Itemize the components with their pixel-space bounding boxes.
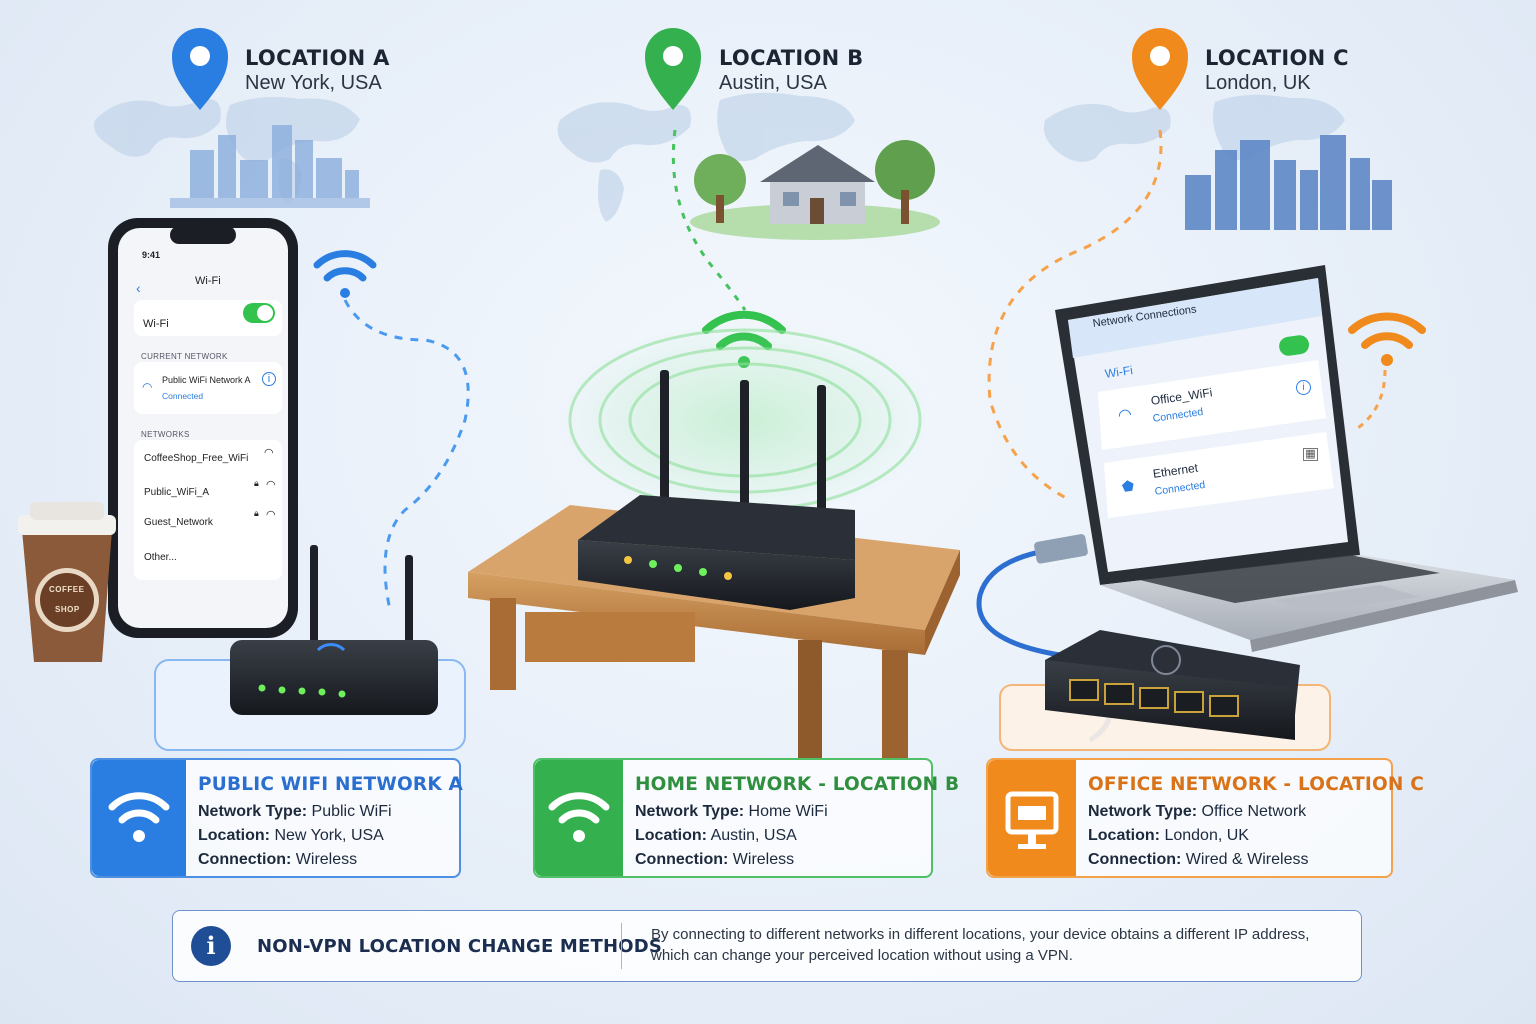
card-network-type: Network Type: Public WiFi <box>198 803 392 820</box>
laptop-wifi-toggle <box>1279 335 1310 356</box>
network-item-name[interactable]: Public_WiFi_A <box>144 487 210 498</box>
network-item-name[interactable]: CoffeeShop_Free_WiFi <box>144 453 249 464</box>
coffee-cup-text-bottom: SHOP <box>55 605 80 614</box>
wifi-icon: ◠ <box>266 509 276 521</box>
wifi-icon: ◠ <box>1116 406 1134 425</box>
card-connection: Connection: Wireless <box>198 851 358 868</box>
wifi-icon <box>548 792 610 842</box>
pin-b-icon <box>645 28 701 110</box>
location-a-label: LOCATION A <box>245 46 390 70</box>
shield-icon: ⬟ <box>1120 477 1136 495</box>
card-title: OFFICE NETWORK - LOCATION C <box>1088 774 1424 795</box>
card-connection: Connection: Wireless <box>635 851 795 868</box>
other-network-item[interactable]: Other... <box>144 552 177 563</box>
current-network-status: Connected <box>162 391 204 401</box>
phone-wifi-toggle-label[interactable]: Wi-Fi <box>143 318 169 330</box>
location-b-place: Austin, USA <box>719 72 827 94</box>
card-icon-box <box>988 760 1076 876</box>
world-map-c <box>1043 94 1345 162</box>
wifi-icon <box>108 792 170 842</box>
card-title: HOME NETWORK - LOCATION B <box>635 774 960 795</box>
wifi-icon: ◠ <box>142 380 153 394</box>
card-location: Location: Austin, USA <box>635 827 797 844</box>
lock-icon: 🔒︎ <box>254 478 259 488</box>
lock-icon: 🔒︎ <box>254 508 259 518</box>
coffee-cup-text-top: COFFEE <box>49 585 85 594</box>
banner-text-line2: which can change your perceived location… <box>651 947 1073 964</box>
pin-a-icon <box>172 28 228 110</box>
connection-line-b <box>671 129 747 311</box>
info-icon[interactable]: i <box>262 372 276 386</box>
wifi-signal-c-icon <box>1348 312 1426 366</box>
london-skyline <box>1185 135 1392 230</box>
router-b <box>578 370 855 610</box>
current-network-name[interactable]: Public WiFi Network A <box>162 375 251 385</box>
info-icon[interactable]: i <box>1296 380 1311 395</box>
card-network-type: Network Type: Home WiFi <box>635 803 828 820</box>
location-a-place: New York, USA <box>245 72 382 94</box>
card-connection: Connection: Wired & Wireless <box>1088 851 1309 868</box>
card-icon-box <box>535 760 623 876</box>
current-network-header: CURRENT NETWORK <box>141 352 228 361</box>
info-icon: i <box>191 926 231 966</box>
card-office-network: OFFICE NETWORK - LOCATION C Network Type… <box>986 758 1424 878</box>
pin-c-icon <box>1132 28 1188 110</box>
router-a <box>154 545 466 751</box>
banner-title: NON-VPN LOCATION CHANGE METHODS <box>257 936 663 957</box>
coffee-cup <box>18 502 116 662</box>
banner-text-line1: By connecting to different networks in d… <box>651 926 1310 943</box>
card-title: PUBLIC WIFI NETWORK A <box>198 774 464 795</box>
connection-line-c <box>987 129 1163 502</box>
card-location: Location: New York, USA <box>198 827 384 844</box>
wifi-icon: ◠ <box>264 447 274 459</box>
new-york-skyline <box>170 125 370 208</box>
card-public-wifi: PUBLIC WIFI NETWORK A Network Type: Publ… <box>90 758 464 878</box>
card-location: Location: London, UK <box>1088 827 1249 844</box>
info-banner: i NON-VPN LOCATION CHANGE METHODS By con… <box>172 910 1362 982</box>
banner-divider <box>621 923 622 969</box>
austin-house <box>690 140 940 240</box>
card-icon-box <box>92 760 186 876</box>
network-item-name[interactable]: Guest_Network <box>144 517 213 528</box>
card-home-network: HOME NETWORK - LOCATION B Network Type: … <box>533 758 959 878</box>
wifi-icon: ◠ <box>266 479 276 491</box>
card-network-type: Network Type: Office Network <box>1088 803 1307 820</box>
location-c-place: London, UK <box>1205 72 1311 94</box>
wifi-signal-a-icon <box>313 250 377 298</box>
connection-line-a <box>343 299 470 611</box>
ethernet-port-icon <box>1005 791 1059 849</box>
location-c-label: LOCATION C <box>1205 46 1349 70</box>
phone-time: 9:41 <box>142 250 161 260</box>
networks-header: NETWORKS <box>141 430 190 439</box>
world-map-b <box>557 92 855 222</box>
connection-line-c-right <box>1354 369 1387 432</box>
phone-screen-title: Wi-Fi <box>195 275 221 287</box>
location-b-label: LOCATION B <box>719 46 864 70</box>
back-chevron-icon[interactable]: ‹ <box>136 280 141 296</box>
network-switch <box>999 630 1331 751</box>
ethernet-port-icon: ▦ <box>1303 448 1318 461</box>
